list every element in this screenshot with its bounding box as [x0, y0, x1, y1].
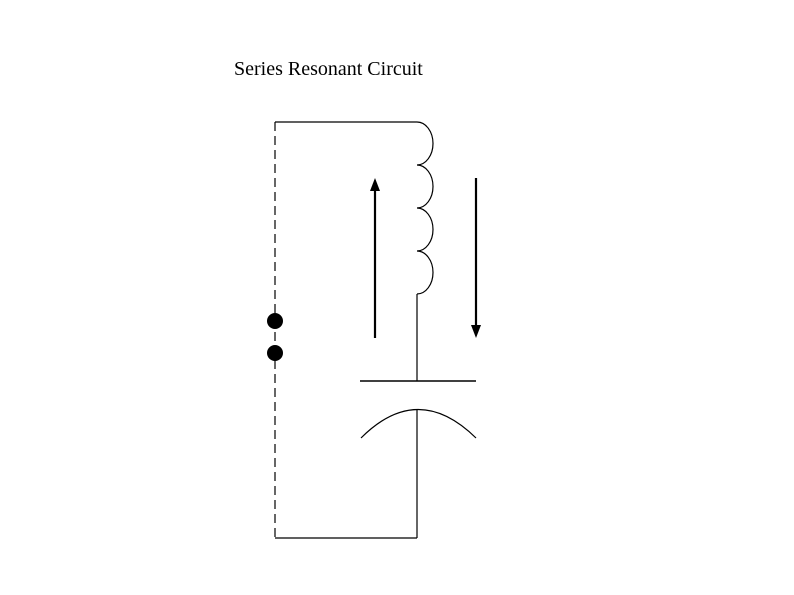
- terminal-dot-upper: [267, 313, 283, 329]
- arrow-up-head: [370, 178, 380, 191]
- terminal-dot-lower: [267, 345, 283, 361]
- inductor-coil: [416, 121, 434, 295]
- arrow-down-head: [471, 325, 481, 338]
- capacitor-plate-bottom: [360, 409, 477, 439]
- page-title: Series Resonant Circuit: [234, 58, 423, 80]
